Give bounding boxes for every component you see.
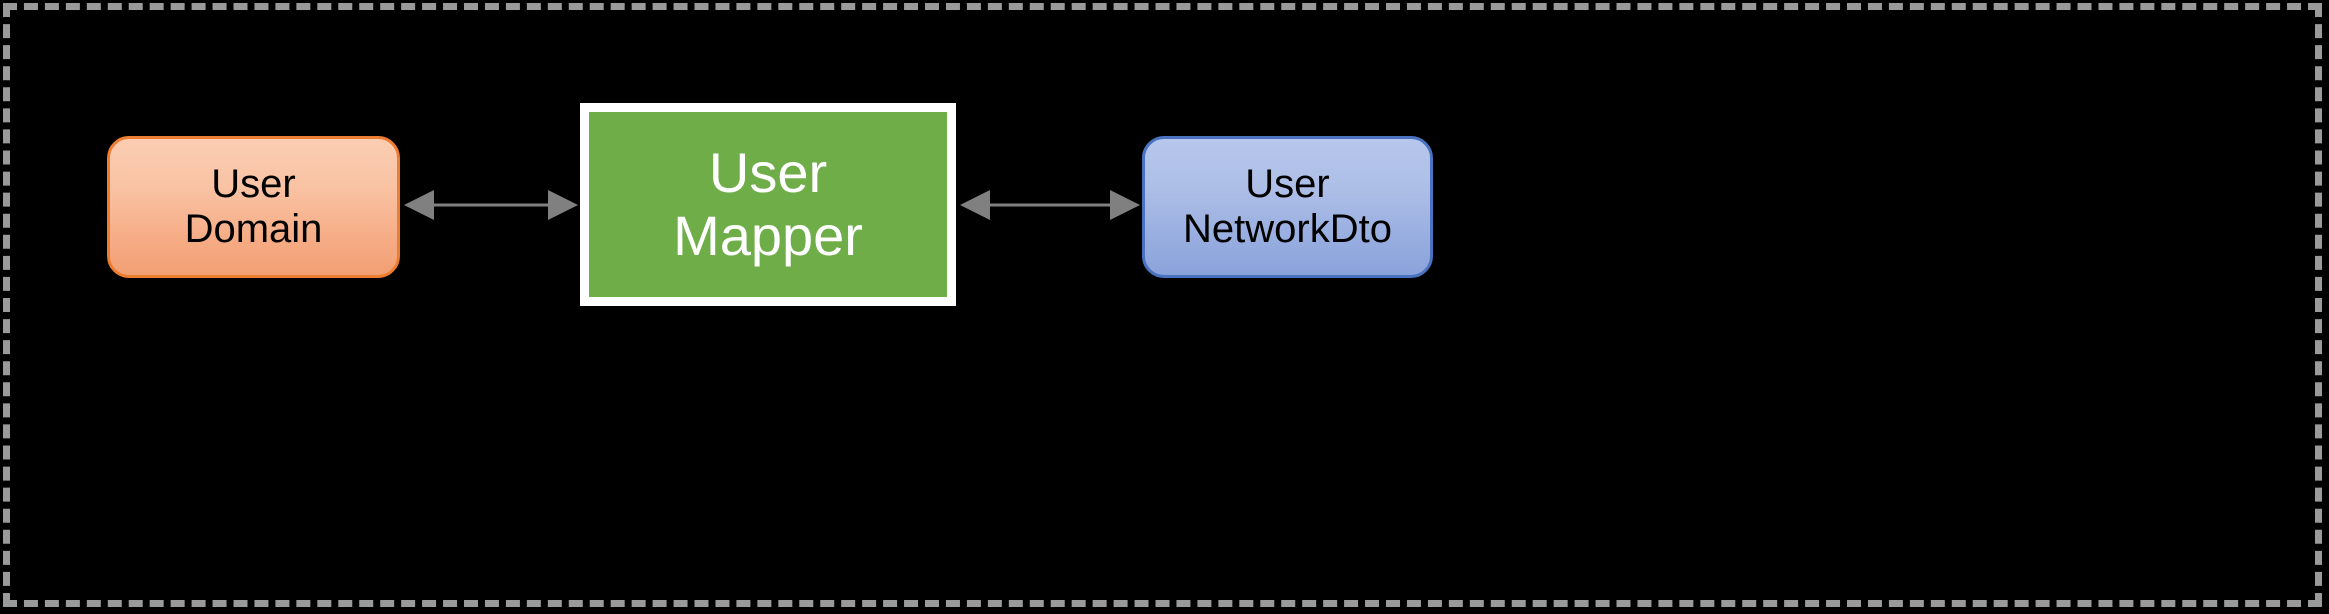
double-arrow-icon: [960, 190, 1140, 220]
node-user-mapper-line2: Mapper: [673, 203, 863, 267]
double-arrow-icon: [404, 190, 578, 220]
slide-dashed-frame: [3, 3, 2322, 607]
node-user-mapper[interactable]: User Mapper: [580, 103, 956, 306]
node-user-mapper-line1: User: [708, 140, 828, 204]
node-user-networkdto-line2: NetworkDto: [1183, 207, 1392, 251]
node-user-domain-line1: User: [211, 162, 296, 207]
connector-domain-to-mapper[interactable]: [404, 183, 578, 227]
node-user-networkdto[interactable]: User NetworkDto: [1142, 136, 1433, 278]
connector-mapper-to-networkdto[interactable]: [960, 183, 1140, 227]
node-user-networkdto-line1: User: [1245, 162, 1330, 207]
node-user-domain[interactable]: User Domain: [107, 136, 400, 278]
node-user-domain-line2: Domain: [184, 207, 323, 251]
